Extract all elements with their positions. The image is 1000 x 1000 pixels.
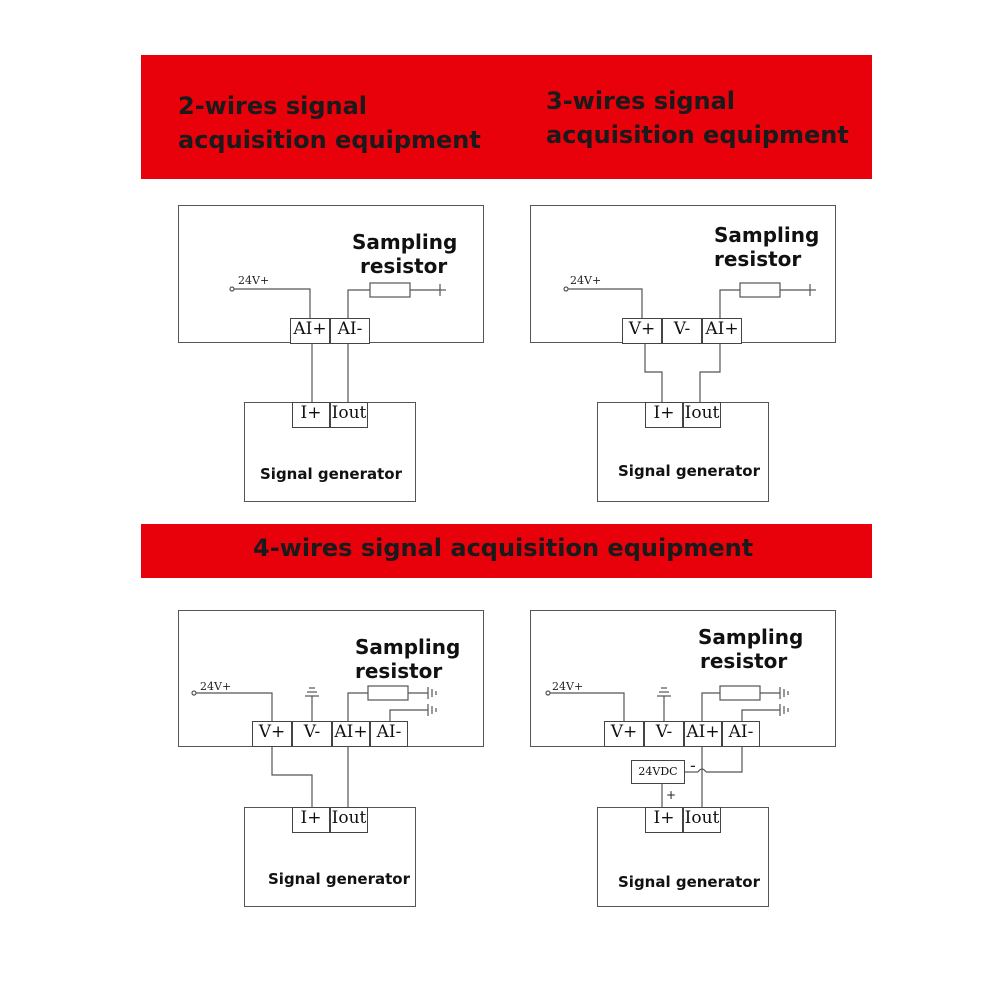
sampling-resistor-label-4wire-a: Sampling resistor <box>355 635 461 683</box>
wire-v-plus-to-i-plus-4wire-a <box>271 747 313 807</box>
ground-arrow-icon <box>809 284 816 296</box>
ground-symbol-icon <box>779 704 789 716</box>
wire-ai-plus-to-iout-3wire <box>699 344 721 402</box>
power-supply-24vdc: 24VDC <box>631 760 685 784</box>
wire-resistor-3wire <box>719 289 740 318</box>
psu-plus-sign: + <box>666 788 677 802</box>
terminal-ai-plus-4wire-b: AI+ <box>684 721 722 747</box>
ground-symbol-icon <box>779 687 789 699</box>
gen-terminal-iout-3wire: Iout <box>683 402 721 428</box>
terminal-v-minus-3wire: V- <box>662 318 702 344</box>
gen-terminal-i-plus-4wire-b: I+ <box>645 807 683 833</box>
wire-supply-4wire-b <box>550 692 625 721</box>
two-wire-title-line1: 2-wires signal <box>178 92 368 120</box>
sampling-resistor-label-3wire: Sampling resistor <box>714 223 820 271</box>
wire-psu-minus-continue <box>706 747 743 773</box>
terminal-v-minus-4wire-b: V- <box>644 721 684 747</box>
supply-label-4wire-b: 24V+ <box>552 680 584 693</box>
wire-v-plus-to-i-plus-3wire <box>644 344 663 402</box>
terminal-v-plus-4wire-a: V+ <box>252 721 292 747</box>
terminal-v-plus-4wire-b: V+ <box>604 721 644 747</box>
supply-label-2wire: 24V+ <box>238 274 270 287</box>
gen-terminal-iout-2wire: Iout <box>330 402 368 428</box>
wire-supply-3wire <box>568 288 643 318</box>
sampling-resistor-icon <box>367 685 409 701</box>
two-wire-title-line2: acquisition equipment <box>178 126 481 154</box>
ground-symbol-icon <box>657 687 671 721</box>
sampling-resistor-label-2wire: Sampling resistor <box>352 230 458 278</box>
wire-resistor-4wire-a <box>347 692 368 721</box>
signal-generator-label-2wire: Signal generator <box>260 465 403 483</box>
supply-label-4wire-a: 24V+ <box>200 680 232 693</box>
sampling-resistor-icon <box>719 685 761 701</box>
terminal-v-minus-4wire-a: V- <box>292 721 332 747</box>
gen-terminal-iout-4wire-b: Iout <box>683 807 721 833</box>
signal-generator-label-4wire-b: Signal generator <box>618 873 761 891</box>
ground-symbol-icon <box>427 704 437 716</box>
sampling-resistor-icon <box>369 282 411 298</box>
supply-terminal-icon <box>229 286 235 292</box>
wire-supply-4wire-a <box>196 692 273 721</box>
supply-terminal-icon <box>563 286 569 292</box>
wire-resistor-4wire-b <box>701 692 720 721</box>
gen-terminal-i-plus-3wire: I+ <box>645 402 683 428</box>
top-banner <box>141 55 872 179</box>
terminal-v-plus-3wire: V+ <box>622 318 662 344</box>
terminal-ai-plus-2wire: AI+ <box>290 318 330 344</box>
wire-supply-2wire <box>234 288 311 318</box>
psu-minus-sign: - <box>690 756 696 775</box>
supply-terminal-icon <box>545 690 551 696</box>
terminal-ai-minus-2wire: AI- <box>330 318 370 344</box>
sampling-resistor-icon <box>739 282 781 298</box>
three-wire-title-line2: acquisition equipment <box>546 121 849 149</box>
four-wire-title: 4-wires signal acquisition equipment <box>253 534 754 562</box>
signal-generator-label-4wire-a: Signal generator <box>268 870 411 888</box>
supply-terminal-icon <box>191 690 197 696</box>
sampling-resistor-label-4wire-b: Sampling resistor <box>698 625 804 673</box>
wire-resistor-2wire <box>347 289 370 318</box>
terminal-ai-minus-4wire-b: AI- <box>722 721 760 747</box>
four-wire-banner <box>141 524 872 578</box>
ground-symbol-icon <box>305 687 319 721</box>
supply-label-3wire: 24V+ <box>570 274 602 287</box>
terminal-ai-minus-4wire-a: AI- <box>370 721 408 747</box>
ground-arrow-icon <box>439 284 446 296</box>
gen-terminal-i-plus-4wire-a: I+ <box>292 807 330 833</box>
signal-generator-label-3wire: Signal generator <box>618 462 761 480</box>
wire-ai-minus-ground-4wire-a <box>389 709 428 721</box>
terminal-ai-plus-3wire: AI+ <box>702 318 742 344</box>
wire-ai-minus-ground-4wire-b <box>741 709 780 721</box>
three-wire-title-line1: 3-wires signal <box>546 87 736 115</box>
ground-symbol-icon <box>427 687 437 699</box>
terminal-ai-plus-4wire-a: AI+ <box>332 721 370 747</box>
gen-terminal-i-plus-2wire: I+ <box>292 402 330 428</box>
gen-terminal-iout-4wire-a: Iout <box>330 807 368 833</box>
